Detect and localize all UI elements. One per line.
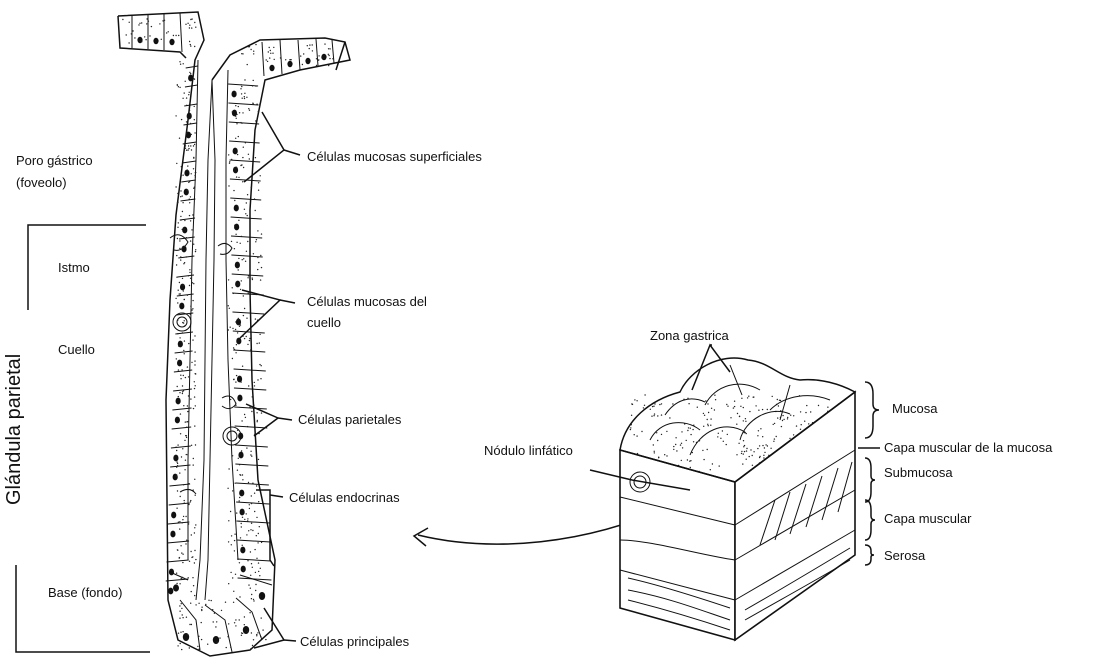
cell-nucleus — [240, 547, 245, 554]
cell-divider — [234, 369, 266, 371]
cell-divider — [237, 559, 271, 561]
label-mucosas-cuello-1: Células mucosas del — [307, 294, 427, 309]
cell-nucleus — [179, 303, 184, 310]
label-zona-gastrica: Zona gastrica — [650, 328, 730, 343]
label-capa-muscular-mucosa: Capa muscular de la mucosa — [884, 440, 1053, 455]
label-glandula-parietal: Glándula parietal — [3, 354, 25, 505]
label-principales: Células principales — [300, 634, 410, 649]
cell-divider — [229, 141, 259, 143]
label-mucosas-superficiales: Células mucosas superficiales — [307, 149, 482, 164]
label-cuello: Cuello — [58, 342, 95, 357]
cell-nucleus — [169, 569, 174, 576]
label-foveolo: (foveolo) — [16, 175, 67, 190]
cell-nucleus — [237, 376, 242, 383]
cell-divider — [230, 160, 261, 162]
cell-nucleus — [182, 227, 187, 234]
cell-divider — [169, 503, 190, 505]
gastric-gland-illustration — [118, 12, 350, 656]
cell-nucleus — [176, 398, 181, 405]
cell-divider — [234, 388, 266, 390]
cell-nucleus — [233, 167, 238, 174]
cell-divider — [182, 161, 196, 163]
label-capa-muscular: Capa muscular — [884, 511, 972, 526]
cell-divider — [232, 312, 264, 314]
cell-nucleus — [237, 395, 242, 402]
cell-divider — [229, 122, 259, 124]
cell-divider — [167, 541, 189, 543]
cell-nucleus — [239, 490, 244, 497]
cell-divider — [228, 84, 258, 86]
cell-nucleus — [170, 531, 175, 538]
cell-divider — [236, 502, 269, 504]
label-endocrinas: Células endocrinas — [289, 490, 400, 505]
gland-leader-lines — [240, 112, 300, 648]
cell-divider — [232, 274, 263, 276]
cell-divider — [231, 236, 262, 238]
cell-nucleus — [168, 588, 173, 595]
cell-divider — [236, 521, 269, 523]
cell-divider — [230, 198, 261, 200]
cell-divider — [170, 465, 190, 467]
label-istmo: Istmo — [58, 260, 90, 275]
cell-divider — [181, 199, 196, 201]
cell-nucleus — [187, 113, 192, 120]
cell-divider — [228, 103, 258, 105]
cell-nucleus — [177, 360, 182, 367]
cell-nucleus — [171, 512, 176, 519]
cell-nucleus — [236, 338, 241, 345]
label-mucosa: Mucosa — [892, 401, 938, 416]
cell-divider — [180, 218, 195, 220]
label-serosa: Serosa — [884, 548, 926, 563]
cell-divider — [233, 350, 265, 352]
cell-nucleus — [188, 75, 193, 82]
cell-nucleus — [173, 455, 178, 462]
cell-divider — [235, 464, 268, 466]
cell-nucleus — [240, 509, 245, 516]
cell-nucleus — [184, 189, 189, 196]
cell-divider — [166, 560, 188, 562]
cell-divider — [166, 579, 189, 581]
cell-divider — [235, 445, 268, 447]
cell-nucleus — [175, 417, 180, 424]
cell-nucleus — [231, 91, 236, 98]
cell-nucleus — [186, 132, 191, 139]
cell-nucleus — [234, 205, 239, 212]
label-base: Base (fondo) — [48, 585, 122, 600]
label-nodulo-linfatico: Nódulo linfático — [484, 443, 573, 458]
cell-divider — [181, 180, 195, 182]
label-mucosas-cuello-2: cuello — [307, 315, 341, 330]
base-cells — [170, 572, 272, 652]
label-parietales: Células parietales — [298, 412, 402, 427]
cell-divider — [231, 217, 262, 219]
cell-nucleus — [232, 110, 237, 117]
label-poro-gastrico: Poro gástrico — [16, 153, 93, 168]
stomach-wall-block — [620, 358, 855, 640]
cell-nucleus — [241, 566, 246, 573]
cell-nucleus — [238, 452, 243, 459]
label-submucosa: Submucosa — [884, 465, 953, 480]
left-epithelium-cells — [166, 66, 198, 594]
cell-nucleus — [233, 148, 238, 155]
cell-nucleus — [235, 262, 240, 269]
cell-divider — [235, 426, 268, 428]
cell-divider — [169, 484, 190, 486]
cell-divider — [237, 540, 271, 542]
cell-divider — [186, 66, 198, 68]
cell-nucleus — [180, 284, 185, 291]
cell-divider — [231, 255, 262, 257]
